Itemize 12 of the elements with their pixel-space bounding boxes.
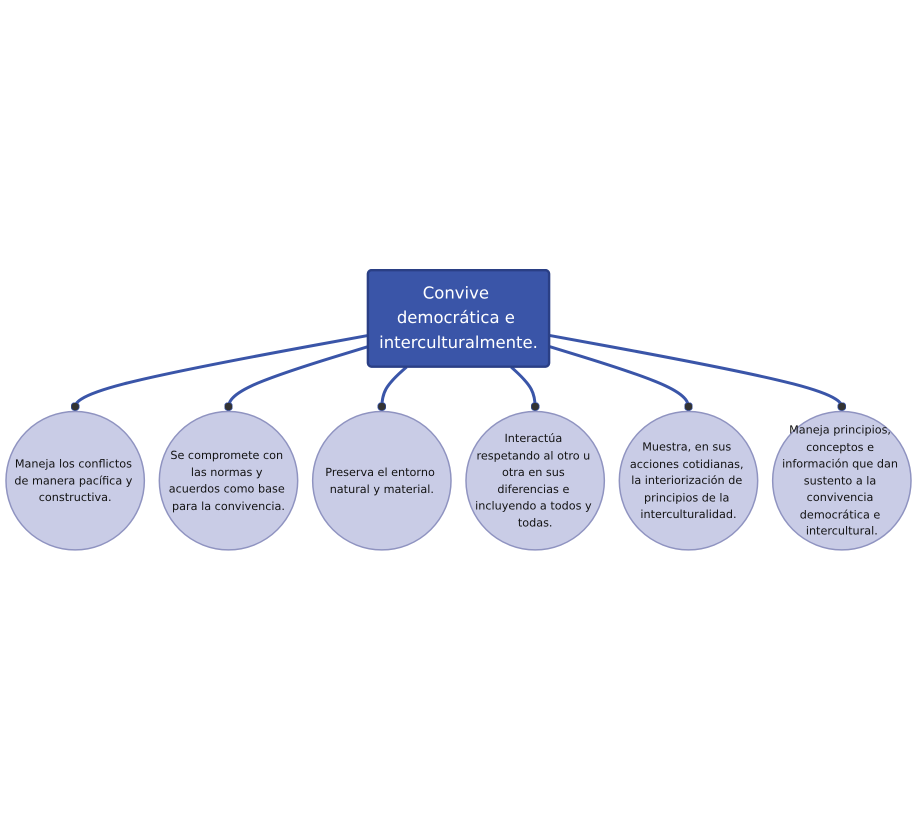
connector <box>549 345 694 412</box>
connector <box>70 334 369 412</box>
node-circle: Maneja principios, conceptos e información que dan sustento a la convivencia democrática e intercultural. <box>772 410 912 551</box>
connector <box>549 334 846 412</box>
node-circle: Maneja los conflictos de manera pacífica y constructiva. <box>5 410 146 551</box>
connector <box>510 366 540 412</box>
node-circle: Muestra, en sus acciones cotidianas, la interiorización de principios de la interculturalidad. <box>618 410 758 551</box>
node-circle: Interactúa respetando al otro u otra en sus diferencias e incluyendo a todos y todas. <box>465 410 606 551</box>
node-circle: Se compromete con las normas y acuerdos como base para la convivencia. <box>158 410 298 551</box>
connector <box>377 366 408 412</box>
node-circle: Preserva el entorno natural y material. <box>312 410 452 551</box>
connector <box>224 345 369 412</box>
